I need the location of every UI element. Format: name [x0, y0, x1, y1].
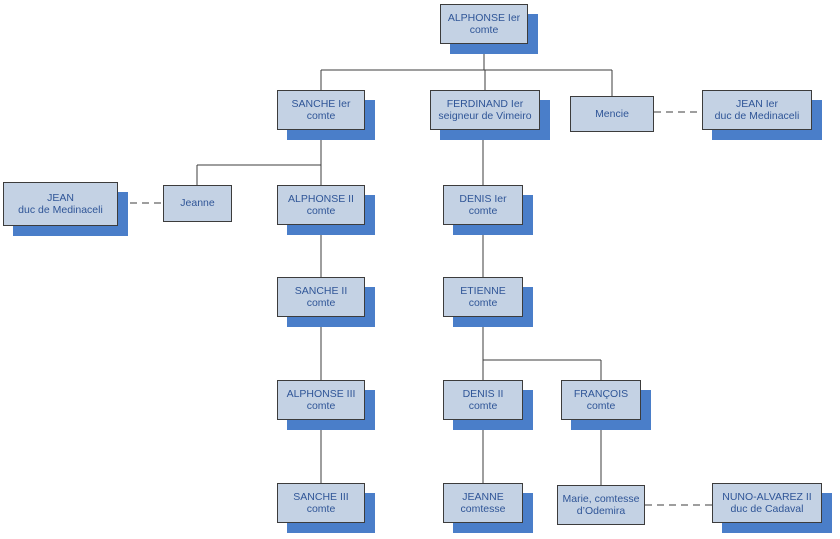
node-label-line1: ALPHONSE III [286, 387, 356, 400]
node-label-line1: SANCHE II [294, 284, 348, 297]
node-jeanne-comtesse[interactable]: JEANNE comtesse [443, 483, 523, 523]
node-label-line1: NUNO-ALVAREZ II [722, 490, 812, 503]
node-label-line1: ALPHONSE Ier [447, 11, 521, 24]
node-label-line1: SANCHE III [293, 490, 349, 503]
node-sanche2[interactable]: SANCHE II comte [277, 277, 365, 317]
node-label-line2: comte [306, 110, 336, 122]
node-label-line1: Marie, comtesse [562, 492, 640, 505]
node-label-line2: comte [306, 503, 336, 515]
node-etienne[interactable]: ETIENNE comte [443, 277, 523, 317]
node-mencie[interactable]: Mencie [570, 96, 654, 132]
node-label-line2: d’Odemira [576, 505, 626, 517]
node-label-line2: comte [306, 297, 336, 309]
node-jeanne[interactable]: Jeanne [163, 185, 232, 222]
node-label-line2: comte [468, 400, 498, 412]
node-label-line1: ALPHONSE II [288, 192, 354, 205]
node-francois[interactable]: FRANÇOIS comte [561, 380, 641, 420]
node-label-line1: JEANNE [462, 490, 504, 503]
node-label-line1: DENIS Ier [459, 192, 507, 205]
node-label-line1: FRANÇOIS [573, 387, 629, 400]
node-label-line2: seigneur de Vimeiro [438, 110, 532, 122]
node-denis1[interactable]: DENIS Ier comte [443, 185, 523, 225]
node-label-line1: DENIS II [462, 387, 504, 400]
node-label-line2: duc de Medinaceli [18, 204, 103, 216]
node-nuno-alvarez2[interactable]: NUNO-ALVAREZ II duc de Cadaval [712, 483, 822, 523]
node-jean-medinaceli[interactable]: JEAN duc de Medinaceli [3, 182, 118, 226]
node-label-line2: comte [306, 205, 336, 217]
node-jean1-medinaceli[interactable]: JEAN Ier duc de Medinaceli [702, 90, 812, 130]
node-label-line1: SANCHE Ier [291, 97, 351, 110]
node-label-line1: Jeanne [180, 197, 215, 210]
node-alphonse1[interactable]: ALPHONSE Ier comte [440, 4, 528, 44]
node-label-line2: comte [468, 205, 498, 217]
node-denis2[interactable]: DENIS II comte [443, 380, 523, 420]
node-label-line2: comtesse [460, 503, 506, 515]
node-label-line2: duc de Cadaval [730, 503, 804, 515]
node-alphonse2[interactable]: ALPHONSE II comte [277, 185, 365, 225]
node-label-line1: Mencie [595, 107, 629, 120]
node-sanche1[interactable]: SANCHE Ier comte [277, 90, 365, 130]
node-label-line2: comte [468, 297, 498, 309]
node-label-line1: JEAN Ier [735, 97, 778, 110]
node-label-line2: duc de Medinaceli [714, 110, 800, 122]
node-label-line1: JEAN [47, 191, 74, 204]
node-sanche3[interactable]: SANCHE III comte [277, 483, 365, 523]
node-label-line1: FERDINAND Ier [446, 97, 524, 110]
node-ferdinand1[interactable]: FERDINAND Ier seigneur de Vimeiro [430, 90, 540, 130]
node-label-line2: comte [586, 400, 616, 412]
node-alphonse3[interactable]: ALPHONSE III comte [277, 380, 365, 420]
node-label-line2: comte [306, 400, 336, 412]
node-label-line1: ETIENNE [460, 284, 506, 297]
node-marie-odemira[interactable]: Marie, comtesse d’Odemira [557, 485, 645, 525]
node-label-line2: comte [469, 24, 499, 36]
